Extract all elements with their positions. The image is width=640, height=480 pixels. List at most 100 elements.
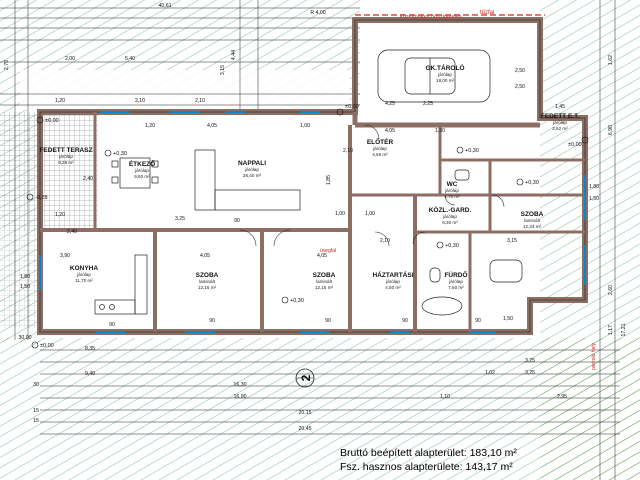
room-area: 2,62 m² xyxy=(552,126,568,131)
dim-label: 90 xyxy=(234,218,240,224)
dim-label: 4,05 xyxy=(207,123,217,129)
dim-label: 3,25 xyxy=(525,358,535,364)
dim-label: 2,50 xyxy=(515,68,525,74)
dimension-labels: 2,00 5,40 2,50 2,50 1,45 4,25 2,25 1,20 … xyxy=(4,50,627,432)
net-area-summary: Fsz. hasznos alapterülete: 143,17 m² xyxy=(340,461,513,473)
dim-label: 2,25 xyxy=(423,101,433,107)
room-floor: járólap xyxy=(448,279,463,284)
room-area: 12,15 m² xyxy=(315,285,334,290)
dim-label: 17,21 xyxy=(621,323,627,336)
dim-label: 4,05 xyxy=(385,128,395,134)
dim-label: 2,70 xyxy=(4,60,10,70)
room-name: SZOBA xyxy=(521,211,544,218)
note-parking: parkoló hely xyxy=(591,343,597,370)
room-labels: GK.TÁROLÓ járólap 18,00 m² FEDETT TERASZ… xyxy=(39,63,579,290)
room-name: ÉTKEZŐ xyxy=(129,159,155,168)
level-markers: ±0,00 -0,28 +0,30 ±0,00 +0,30 ±0,00 +0,3… xyxy=(26,104,589,349)
room-area: 1,70 m² xyxy=(444,194,460,199)
level-marker: +0,30 xyxy=(465,148,479,154)
dim-label: 4,25 xyxy=(385,101,395,107)
level-marker: +0,30 xyxy=(113,151,127,157)
room-floor: járólap xyxy=(552,120,567,125)
dim-label: 90 xyxy=(325,318,331,324)
level-marker: +0,30 xyxy=(445,243,459,249)
room-area: 11,70 m² xyxy=(75,278,93,283)
room-name: ELŐTÉR xyxy=(367,137,394,146)
dim-label: 4,44 xyxy=(231,50,237,60)
dim-label: 2,50 xyxy=(515,84,525,90)
level-marker: +0,30 xyxy=(525,180,539,186)
room-floor: járólap xyxy=(372,146,387,151)
dim-label: 15 xyxy=(33,408,39,414)
section-marker: 2 xyxy=(295,368,315,388)
room-area: 4,50 m² xyxy=(385,285,401,290)
dim-label: 90 xyxy=(209,318,215,324)
room-name: NAPPALI xyxy=(238,160,266,167)
dim-label: 1,80 xyxy=(589,184,599,190)
room-name: FEDETT E.T. xyxy=(541,113,579,120)
room-area: 12,15 m² xyxy=(198,285,217,290)
room-floor: járólap xyxy=(442,214,457,219)
level-marker: ±0,00 xyxy=(40,343,54,349)
sofa-set xyxy=(194,149,301,211)
section-number: 2 xyxy=(299,374,313,381)
bathroom-fixtures xyxy=(421,169,523,316)
dim-label: 90 xyxy=(402,318,408,324)
note-glass-wall: üvegfal xyxy=(320,248,336,254)
level-marker: ±0,00 xyxy=(345,104,359,110)
dim-label: 16,30 xyxy=(234,382,247,388)
room-area: 6,30 m² xyxy=(442,220,458,225)
dim-label: 1,00 xyxy=(300,123,310,129)
dim-label: 1,20 xyxy=(55,212,65,218)
note-insulation: közetgyapot hőszigetelés xyxy=(400,14,462,20)
level-marker: -0,28 xyxy=(35,195,48,201)
dim-label: 1,00 xyxy=(365,211,375,217)
room-area: 4,56 m² xyxy=(372,152,388,157)
dim-label: 1,50 xyxy=(20,284,30,290)
dim-label: 16,90 xyxy=(234,394,247,400)
room-name: SZOBA xyxy=(313,272,336,279)
room-floor: laminált xyxy=(524,218,541,223)
dim-label: 30,00 xyxy=(19,335,32,341)
level-marker: ±0,00 xyxy=(45,118,59,124)
dim-label: 2,10 xyxy=(380,238,390,244)
room-floor: járólap xyxy=(134,168,149,173)
dim-label: 1,80 xyxy=(20,274,30,280)
dim-label: 3,15 xyxy=(220,65,226,75)
site-boundary-lines xyxy=(0,0,620,480)
room-floor: járólap xyxy=(244,167,259,172)
dim-radius: R 4,00 xyxy=(310,10,325,16)
dim-label: 3,25 xyxy=(525,370,535,376)
gross-area-summary: Bruttó beépített alapterület: 183,10 m² xyxy=(340,447,517,459)
room-area: 9,60 m² xyxy=(134,174,150,179)
dim-label: 15 xyxy=(33,418,39,424)
room-floor: járólap xyxy=(76,272,91,277)
room-area: 7,60 m² xyxy=(448,285,464,290)
site-clear-top xyxy=(20,70,350,110)
dim-label: 2,40 xyxy=(67,229,77,235)
dim-label: 20,15 xyxy=(299,410,312,416)
room-name: SZOBA xyxy=(196,272,219,279)
dim-label: 2,40 xyxy=(83,176,93,182)
dim-label: 8,35 xyxy=(85,346,95,352)
dim-label: 1,20 xyxy=(55,98,65,104)
dim-label: 9,40 xyxy=(85,371,95,377)
room-area: 26,40 m² xyxy=(243,173,262,178)
dim-label: 2,00 xyxy=(65,56,75,62)
terrace-tiles xyxy=(0,112,98,230)
room-area: 18,00 m² xyxy=(436,78,455,83)
dim-label: 90 xyxy=(109,322,115,328)
room-floor: járólap xyxy=(58,154,73,159)
level-marker: ±0,00 xyxy=(568,142,582,148)
room-name: FÜRDŐ xyxy=(444,270,467,279)
room-name: WC xyxy=(447,181,458,188)
dim-label: 2,10 xyxy=(343,148,353,154)
dim-label: 3,25 xyxy=(175,216,185,222)
dim-label: 90 xyxy=(475,318,481,324)
dining-table xyxy=(111,157,159,189)
dim-label: 1,00 xyxy=(335,211,345,217)
dim-label: 1,20 xyxy=(145,123,155,129)
terrace-tiles-bottom xyxy=(0,228,40,328)
level-marker: +0,30 xyxy=(290,298,304,304)
